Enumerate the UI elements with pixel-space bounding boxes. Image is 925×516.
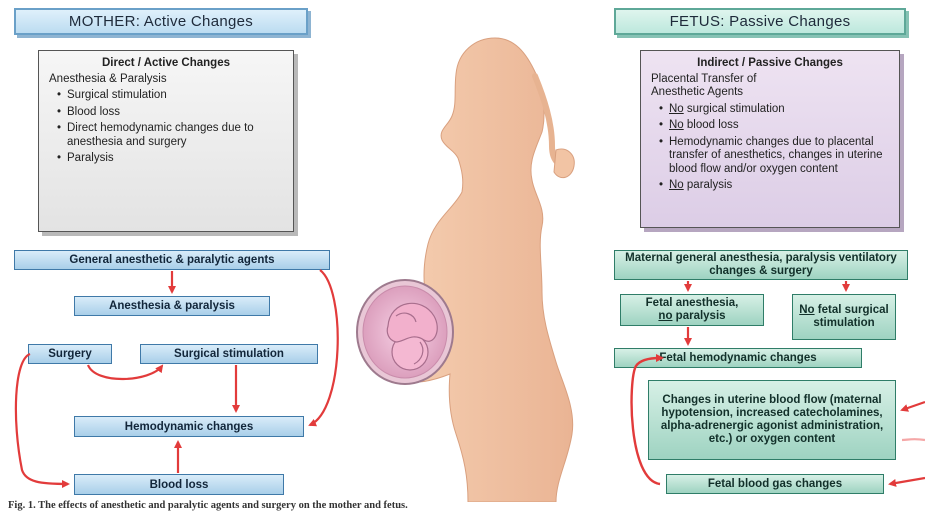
arrow-right-to-blood-gas: [890, 478, 925, 484]
arrow-agents-to-hemodynamic: [310, 270, 338, 425]
figure-caption: Fig. 1. The effects of anesthetic and pa…: [8, 500, 918, 514]
arrow-blood-gas-to-hemo: [632, 358, 660, 484]
arrow-surgery-to-stimulation: [88, 365, 162, 379]
arrow-surgery-to-blood-loss: [16, 354, 68, 484]
arrow-right-to-uterine: [902, 402, 925, 410]
